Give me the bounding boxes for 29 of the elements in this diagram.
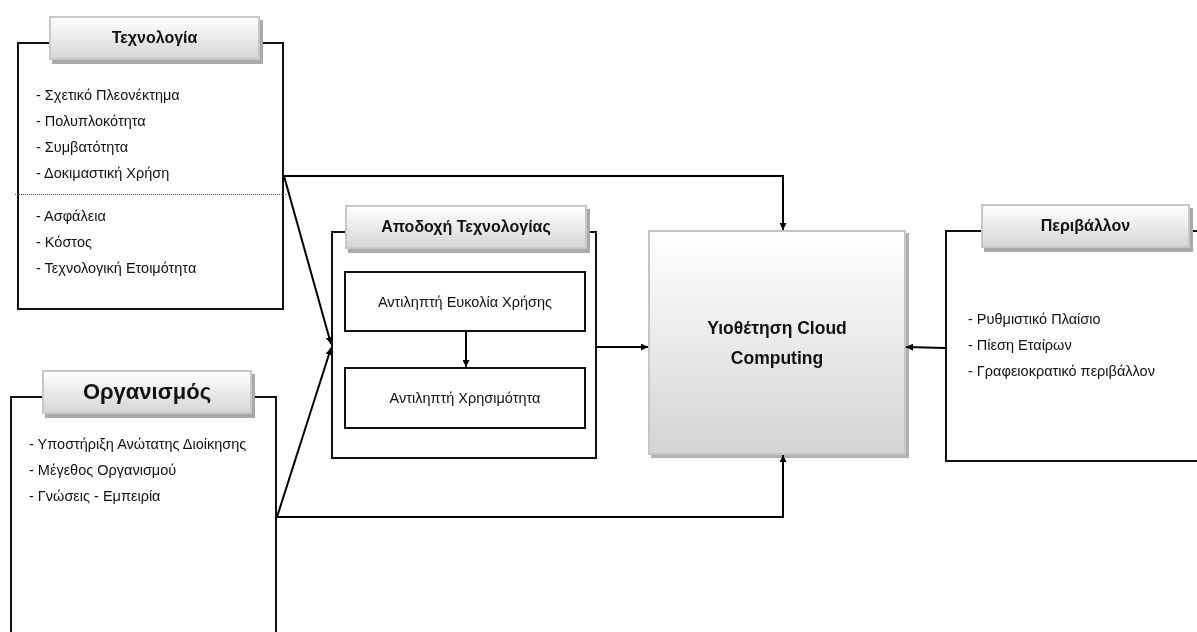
process-box bbox=[344, 271, 586, 332]
list-item: - Ρυθμιστικό Πλαίσιο bbox=[968, 310, 1102, 329]
list-item: - Γνώσεις - Εμπειρία bbox=[29, 487, 162, 506]
arrow bbox=[276, 454, 787, 518]
box-label: Υιοθέτηση Cloud Computing bbox=[706, 316, 848, 370]
list-item: - Ασφάλεια bbox=[36, 207, 107, 226]
arrow bbox=[283, 175, 787, 231]
list-item: - Σχετικό Πλεονέκτημα bbox=[36, 86, 181, 105]
arrow bbox=[276, 347, 333, 518]
outcome-box bbox=[648, 230, 906, 455]
list-item: - Κόστος bbox=[36, 233, 93, 252]
list-item: - Μέγεθος Οργανισμού bbox=[29, 461, 178, 480]
list-item: - Δοκιμαστική Χρήση bbox=[36, 164, 171, 183]
box-label: Αντιληπτή Ευκολία Χρήσης bbox=[377, 293, 553, 310]
group-panel bbox=[331, 205, 597, 459]
factor-panel bbox=[10, 370, 277, 632]
list-item: - Συμβατότητα bbox=[36, 138, 130, 157]
list-item: - Τεχνολογική Ετοιμότητα bbox=[36, 259, 198, 278]
list-item: - Υποστήριξη Ανώτατης Διοίκησης bbox=[29, 435, 248, 454]
arrow bbox=[905, 343, 946, 351]
arrow bbox=[596, 343, 649, 351]
list-item: - Γραφειοκρατικό περιβάλλον bbox=[968, 362, 1156, 381]
arrow bbox=[283, 175, 333, 345]
list-item: - Πίεση Εταίρων bbox=[968, 336, 1073, 355]
arrow bbox=[462, 331, 470, 368]
list-item: - Πολυπλοκότητα bbox=[36, 112, 147, 131]
process-box bbox=[344, 367, 586, 429]
box-label: Αντιληπτή Χρησιμότητα bbox=[389, 390, 541, 406]
factor-panel bbox=[17, 16, 284, 310]
